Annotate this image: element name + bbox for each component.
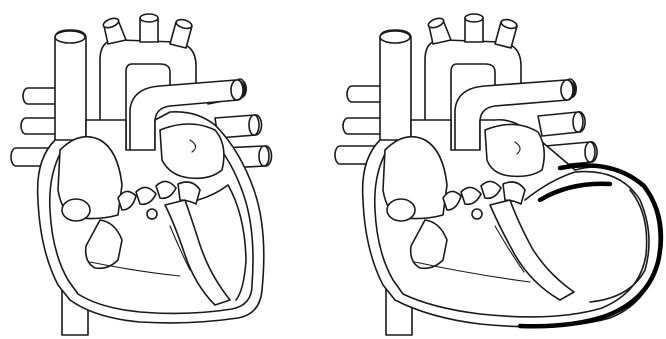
superior-vena-cava-2 bbox=[380, 30, 411, 150]
heart-enlarged-ventricle bbox=[335, 14, 661, 335]
left-atrium-2 bbox=[485, 124, 544, 176]
fossa-ovalis-2 bbox=[387, 199, 415, 221]
superior-vena-cava bbox=[55, 30, 86, 150]
fossa-ovalis bbox=[62, 199, 90, 221]
heart-normal bbox=[11, 14, 272, 335]
left-atrium bbox=[160, 124, 224, 178]
